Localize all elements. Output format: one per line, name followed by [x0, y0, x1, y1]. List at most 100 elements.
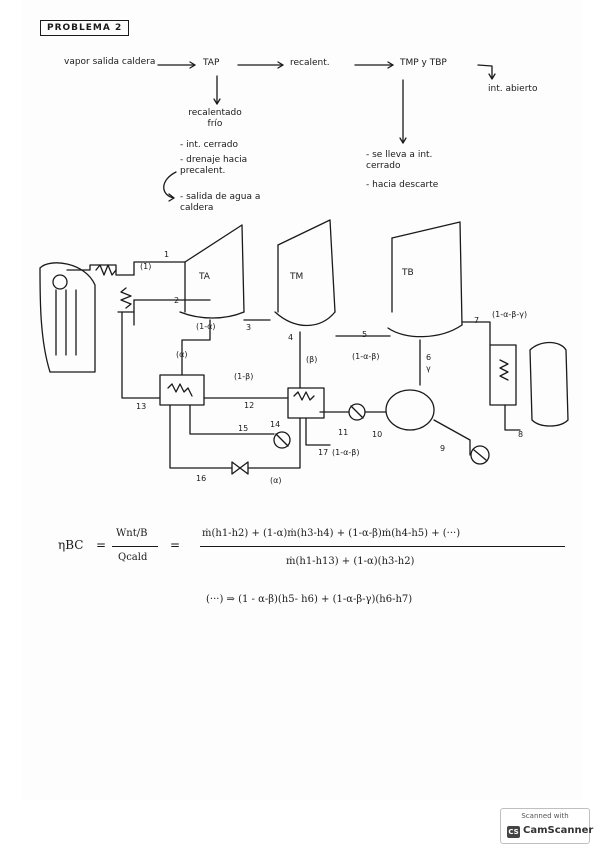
- arrow-to-int-abierto: [477, 64, 493, 79]
- superheater-coil: [95, 264, 117, 276]
- condenser-coil: [499, 359, 509, 381]
- state-2: 2: [174, 296, 180, 305]
- cooling-tower: [529, 341, 569, 427]
- fraction-after-2: (1-α): [196, 322, 216, 331]
- arrow-head: [399, 137, 407, 144]
- boiler-tubes: [55, 289, 77, 356]
- state-7: 7: [474, 316, 480, 325]
- state-14: 14: [270, 420, 281, 429]
- pump-1: [470, 445, 490, 465]
- line-1: [66, 264, 135, 276]
- line-13: [121, 311, 161, 399]
- camscanner-badge: Scanned with CS CamScanner: [500, 808, 594, 844]
- tb-right: [459, 221, 463, 326]
- boiler-outline: [39, 262, 96, 373]
- fraction-1mb: (1-β): [234, 372, 254, 381]
- tb-top: [391, 221, 461, 239]
- line-7: [461, 321, 491, 346]
- line-8: [504, 404, 521, 431]
- closed-fwh-1: [159, 374, 205, 406]
- condenser: [489, 344, 517, 406]
- line-alpha: [181, 319, 211, 376]
- line-to-ta: [133, 261, 186, 276]
- line-9: [433, 419, 471, 456]
- arrow-head: [387, 61, 394, 69]
- tap-branch-head: recalentado frío: [188, 108, 242, 129]
- state-15: 15: [238, 424, 249, 433]
- eq-continuation: (···) ⇒ (1 - α-β)(h5- h6) + (1-α-β-γ)(h6…: [206, 594, 413, 605]
- state-13: 13: [136, 402, 147, 411]
- state-9: 9: [440, 444, 446, 453]
- fraction-17: (1-α-β): [332, 448, 360, 457]
- tm-top: [277, 219, 331, 246]
- flow-int-abierto: int. abierto: [488, 84, 538, 94]
- curved-arrow: [163, 171, 177, 199]
- tap-branch-item-3: - salida de agua a caldera: [180, 192, 261, 213]
- ta-right: [241, 224, 245, 313]
- eq-numerator: ṁ(h1-h2) + (1-α)ṁ(h3-h4) + (1-α-β)ṁ(h4-h…: [202, 528, 461, 539]
- eq-num-label: Wnt/B: [116, 528, 148, 539]
- tmp-branch-item-1: - se lleva a int. cerrado: [366, 150, 433, 171]
- tb-exhaust: [387, 324, 463, 338]
- eq-den-label: Qcald: [118, 552, 148, 563]
- fraction-5: (1-α-β): [352, 352, 380, 361]
- eq-fraction-bar-2: [200, 546, 565, 547]
- ta-top: [184, 224, 243, 263]
- arrow-head: [189, 61, 196, 69]
- tm-exhaust: [274, 311, 336, 326]
- state-10: 10: [372, 430, 383, 439]
- state-5: 5: [362, 330, 368, 339]
- state-16: 16: [196, 474, 207, 483]
- turbine-tm: TM: [290, 272, 304, 282]
- fraction-f1: (1): [140, 262, 152, 271]
- state-4: 4: [288, 333, 294, 342]
- line-16-return: [247, 417, 301, 469]
- line-15: [189, 404, 275, 435]
- flow-tmp-tbp: TMP y TBP: [400, 58, 447, 68]
- arrow-head: [213, 98, 221, 105]
- fraction-beta: (β): [306, 355, 318, 364]
- state-3: 3: [246, 323, 252, 332]
- pump-14: [273, 431, 291, 449]
- problem-title: PROBLEMA 2: [40, 20, 130, 36]
- fwh2-coil: [293, 391, 315, 401]
- open-fwh: [385, 389, 435, 431]
- state-8: 8: [518, 430, 524, 439]
- state-6: 6: [426, 353, 432, 362]
- fraction-16: (α): [270, 476, 282, 485]
- turbine-tb: TB: [402, 268, 414, 278]
- badge-top-text: Scanned with: [521, 812, 569, 820]
- eq-equals-2: =: [170, 538, 181, 552]
- turbine-ta: TA: [199, 272, 210, 282]
- state-17: 17: [318, 448, 329, 457]
- flow-source: vapor salida caldera: [64, 57, 156, 67]
- fraction-7: (1-α-β-γ): [492, 310, 528, 319]
- fraction-alpha: (α): [176, 350, 188, 359]
- arrow-head: [168, 193, 175, 202]
- throttle-valve: [231, 461, 249, 475]
- tm-right: [329, 219, 336, 313]
- tap-branch-item-2: - drenaje hacia precalent.: [180, 155, 248, 176]
- state-12: 12: [244, 401, 255, 410]
- boiler-burner: [52, 274, 68, 290]
- line-17: [305, 417, 331, 446]
- badge-name: CamScanner: [523, 825, 594, 836]
- fwh1-coil: [167, 383, 193, 397]
- eq-denominator: ṁ(h1-h13) + (1-α)(h3-h2): [286, 556, 415, 567]
- tmp-branch-item-2: - hacia descarte: [366, 180, 439, 190]
- tap-branch-item-1: - int. cerrado: [180, 140, 239, 150]
- reheater-coil: [120, 287, 132, 309]
- ta-exhaust: [179, 311, 245, 319]
- arrow-head: [277, 61, 284, 69]
- eq-fraction-bar-1: [112, 546, 158, 547]
- state-1: 1: [164, 250, 170, 259]
- arrow-head: [488, 73, 496, 80]
- fraction-gamma: γ: [426, 364, 431, 373]
- eq-equals-1: =: [96, 538, 107, 552]
- flow-tap: TAP: [203, 58, 220, 68]
- eq-lhs: ηBC: [58, 538, 84, 552]
- line-16: [169, 404, 233, 469]
- flow-recalent: recalent.: [290, 58, 330, 68]
